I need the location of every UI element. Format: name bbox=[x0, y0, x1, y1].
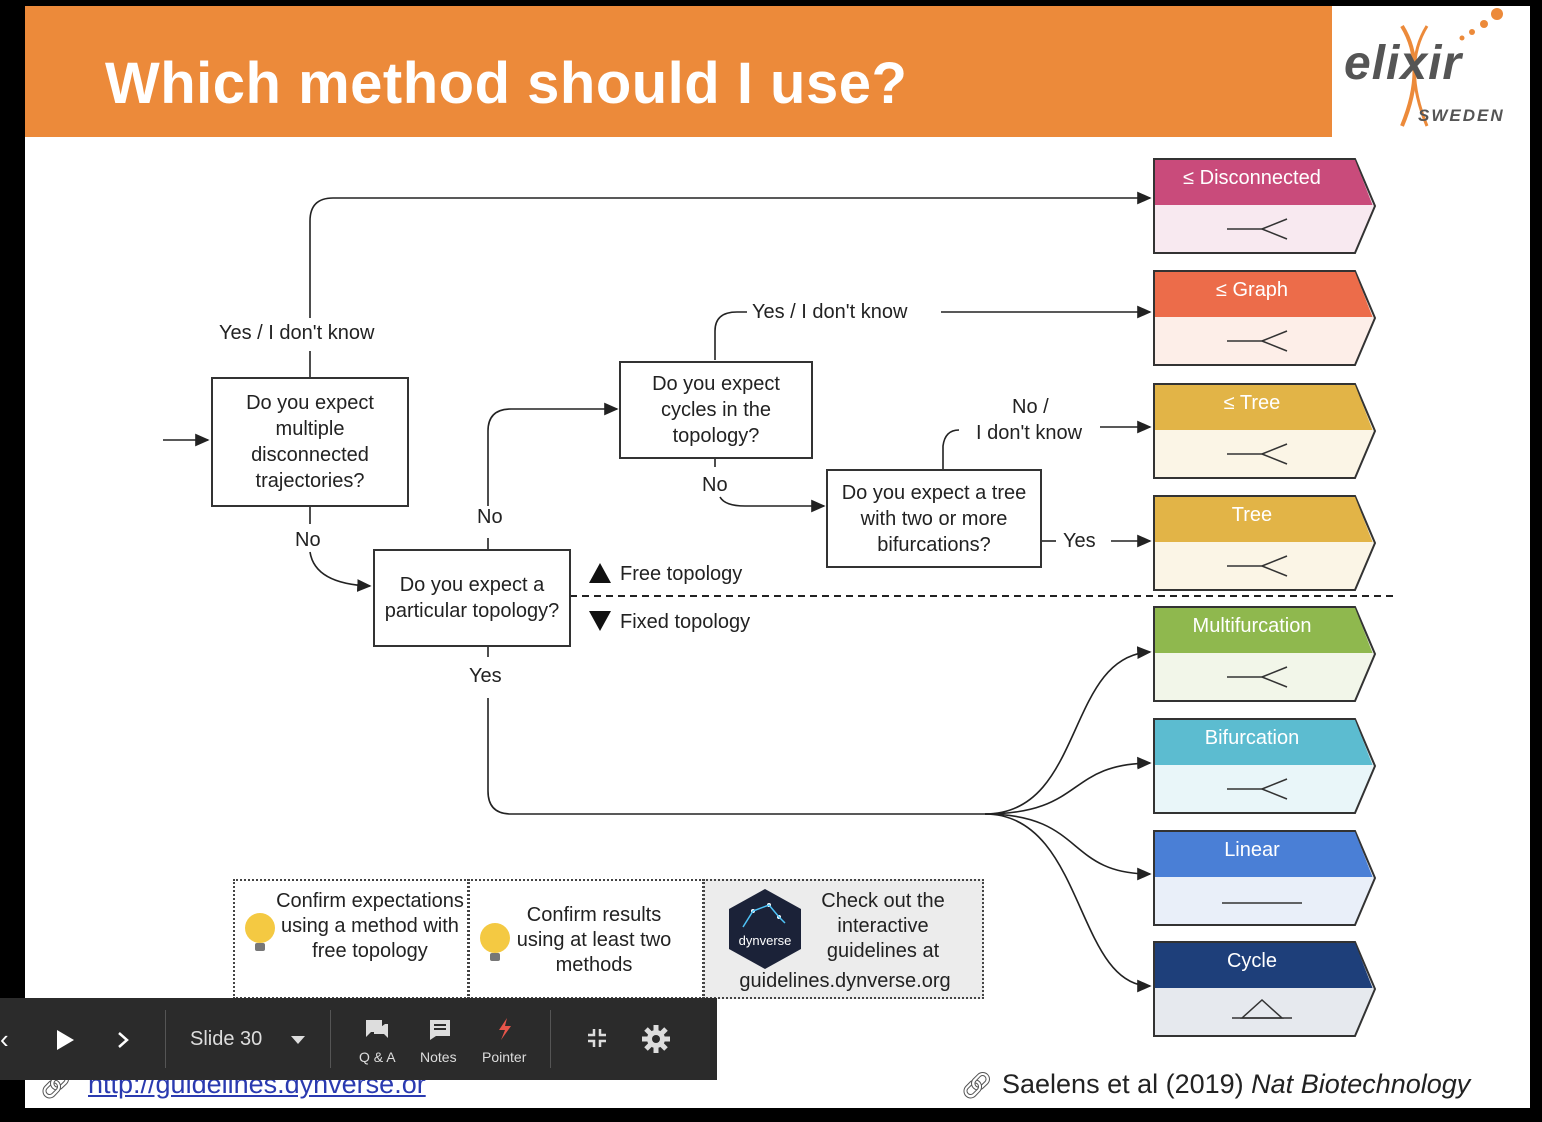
label-no-2: No bbox=[477, 506, 503, 528]
exit-fullscreen-icon[interactable] bbox=[586, 1027, 608, 1049]
category-label: Cycle bbox=[1226, 950, 1277, 972]
free-topology-triangle-icon bbox=[589, 563, 611, 583]
citation-authors: Saelens et al (2019) bbox=[1002, 1069, 1244, 1099]
category-label: Multifurcation bbox=[1192, 615, 1312, 637]
presentation-controls: ‹ Slide 30 Q & A Notes Pointer bbox=[0, 998, 717, 1080]
link-icon: 🔗︎ bbox=[960, 1070, 994, 1100]
slide-selector[interactable]: Slide 30 bbox=[190, 1028, 263, 1050]
label-yes-idk-1: Yes / I don't know bbox=[219, 322, 375, 344]
logo-subtitle: SWEDEN bbox=[1418, 106, 1505, 125]
question-cycles: Do you expect cycles in the topology? bbox=[619, 361, 813, 459]
label-no-slash: No / bbox=[1012, 396, 1049, 418]
label-no-1: No bbox=[295, 529, 321, 551]
category-shape bbox=[1153, 941, 1377, 1037]
label-free-topology: Free topology bbox=[620, 563, 743, 585]
category-0: ≤ Disconnected bbox=[1152, 157, 1377, 255]
chevron-right-icon[interactable] bbox=[116, 1031, 130, 1049]
category-shape bbox=[1153, 495, 1377, 591]
tip-text-1: Confirm expectations using a method with… bbox=[276, 890, 464, 962]
category-label: Tree bbox=[1231, 504, 1273, 526]
question-particular-topology: Do you expect a particular topology? bbox=[373, 549, 571, 647]
question-bifurcations: Do you expect a tree with two or more bi… bbox=[826, 469, 1042, 568]
tip-text-2: Confirm results using at least two metho… bbox=[516, 904, 672, 976]
label-no-3: No bbox=[702, 474, 728, 496]
category-shape bbox=[1153, 383, 1377, 479]
citation: Saelens et al (2019) Nat Biotechnology bbox=[1002, 1069, 1470, 1100]
tip-free-topology: Confirm expectations using a method with… bbox=[233, 879, 469, 999]
notes-icon bbox=[430, 1020, 450, 1040]
label-fixed-topology: Fixed topology bbox=[620, 611, 751, 633]
category-5: Bifurcation bbox=[1152, 717, 1377, 815]
category-shape bbox=[1153, 158, 1377, 254]
chevron-left-icon[interactable]: ‹ bbox=[0, 1024, 9, 1054]
category-6: Linear bbox=[1152, 829, 1377, 927]
tip-guidelines-url[interactable]: guidelines.dynverse.org bbox=[739, 970, 951, 992]
slide: Which method should I use? elixir SWEDEN bbox=[25, 6, 1530, 1108]
label-yes-1: Yes bbox=[469, 665, 502, 687]
category-label: ≤ Graph bbox=[1215, 279, 1289, 301]
chevron-down-icon[interactable] bbox=[291, 1036, 305, 1044]
svg-text:dynverse: dynverse bbox=[739, 933, 792, 948]
play-icon[interactable] bbox=[55, 1029, 75, 1051]
category-label: Linear bbox=[1224, 839, 1280, 861]
lightbulb-icon bbox=[480, 923, 510, 961]
label-yes-idk-2: Yes / I don't know bbox=[752, 301, 908, 323]
category-label: Bifurcation bbox=[1204, 727, 1300, 749]
category-4: Multifurcation bbox=[1152, 605, 1377, 703]
slide-title: Which method should I use? bbox=[105, 51, 908, 116]
slide-header: Which method should I use? bbox=[25, 6, 1332, 137]
category-1: ≤ Graph bbox=[1152, 269, 1377, 367]
elixir-logo: elixir SWEDEN bbox=[1332, 6, 1530, 137]
citation-journal: Nat Biotechnology bbox=[1251, 1069, 1471, 1099]
dna-helix-icon bbox=[1400, 8, 1503, 127]
tip-two-methods: Confirm results using at least two metho… bbox=[468, 879, 704, 999]
category-label: ≤ Disconnected bbox=[1183, 167, 1321, 189]
category-7: Cycle bbox=[1152, 940, 1377, 1038]
tip-text-3: Check out the interactive guidelines at bbox=[821, 890, 945, 962]
notes-label: Notes bbox=[420, 1049, 457, 1065]
gear-icon[interactable] bbox=[640, 1023, 672, 1055]
category-shape bbox=[1153, 830, 1377, 926]
question-disconnected: Do you expect multiple disconnected traj… bbox=[211, 377, 409, 507]
category-shape bbox=[1153, 718, 1377, 814]
category-3: Tree bbox=[1152, 494, 1377, 592]
category-shape bbox=[1153, 606, 1377, 702]
chat-icon bbox=[366, 1020, 388, 1038]
fixed-topology-triangle-icon bbox=[589, 611, 611, 631]
flowchart-connectors bbox=[163, 191, 1395, 993]
logo-wordmark: elixir bbox=[1344, 37, 1463, 90]
qa-label: Q & A bbox=[359, 1049, 396, 1065]
laser-pointer-icon bbox=[499, 1018, 511, 1040]
category-shape bbox=[1153, 270, 1377, 366]
label-yes-2: Yes bbox=[1063, 530, 1096, 552]
dynverse-badge-icon: dynverse bbox=[729, 889, 801, 969]
category-2: ≤ Tree bbox=[1152, 382, 1377, 480]
tip-guidelines: dynverse Check out the interactive guide… bbox=[703, 879, 984, 999]
lightbulb-icon bbox=[245, 913, 275, 951]
pointer-label: Pointer bbox=[482, 1049, 527, 1065]
category-label: ≤ Tree bbox=[1223, 392, 1281, 414]
label-idk: I don't know bbox=[976, 422, 1083, 444]
